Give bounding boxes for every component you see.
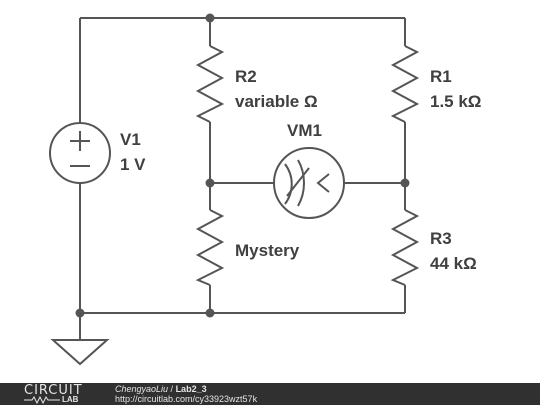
resistor-zigzag-icon: [195, 45, 225, 123]
voltmeter-chevron-icon: [316, 173, 330, 193]
resistor-zigzag-icon: [390, 209, 420, 286]
project-credit: ChengyaoLiu / Lab2_3: [115, 384, 207, 394]
v1-name-label: V1: [120, 130, 141, 149]
resistor-squiggle-icon: [24, 396, 60, 404]
r1-name-label: R1: [430, 67, 452, 86]
resistor-zigzag-icon: [195, 209, 225, 286]
voltmeter-dial-icon: [284, 163, 293, 205]
resistor-r1: R1 1.5 kΩ: [390, 45, 481, 123]
junction-node: [205, 308, 215, 318]
r3-name-label: R3: [430, 229, 452, 248]
junction-node: [75, 308, 85, 318]
voltmeter-needle-icon: [286, 167, 310, 197]
vm1-name-label: VM1: [287, 121, 322, 140]
r1-value-label: 1.5 kΩ: [430, 92, 481, 111]
r2-name-label: R2: [235, 67, 257, 86]
voltage-source-body: [49, 122, 111, 184]
wires: [79, 17, 406, 340]
voltmeter-body: [273, 147, 345, 219]
junction-node: [205, 13, 215, 23]
circuitlab-logo: CIRCUIT: [24, 383, 83, 398]
mystery-label: Mystery: [235, 241, 300, 260]
r3-value-label: 44 kΩ: [430, 254, 477, 273]
circuit-schematic: V1 1 V R2 variable Ω R1 1.5 kΩ Mystery R…: [49, 13, 481, 366]
v1-value-label: 1 V: [120, 155, 146, 174]
junctions: [75, 13, 410, 318]
r2-value-label: variable Ω: [235, 92, 318, 111]
junction-node: [400, 178, 410, 188]
junction-node: [205, 178, 215, 188]
footer-bar: CIRCUIT LAB ChengyaoLiu / Lab2_3 http://…: [0, 383, 540, 405]
resistor-mystery: Mystery: [195, 209, 300, 286]
project-name: Lab2_3: [175, 384, 207, 394]
voltmeter-dial-icon: [297, 159, 305, 207]
voltage-source-v1: V1 1 V: [49, 122, 146, 184]
resistor-r3: R3 44 kΩ: [390, 209, 477, 286]
credit-separator: /: [168, 384, 176, 394]
resistor-zigzag-icon: [390, 45, 420, 123]
ground-icon: [50, 339, 110, 366]
circuitlab-logo-sub: LAB: [62, 395, 79, 404]
project-url-link[interactable]: http://circuitlab.com/cy33923wzt57k: [115, 394, 258, 404]
resistor-r2: R2 variable Ω: [195, 45, 318, 123]
voltmeter-vm1: VM1: [273, 121, 345, 219]
author-link[interactable]: ChengyaoLiu: [115, 384, 169, 394]
